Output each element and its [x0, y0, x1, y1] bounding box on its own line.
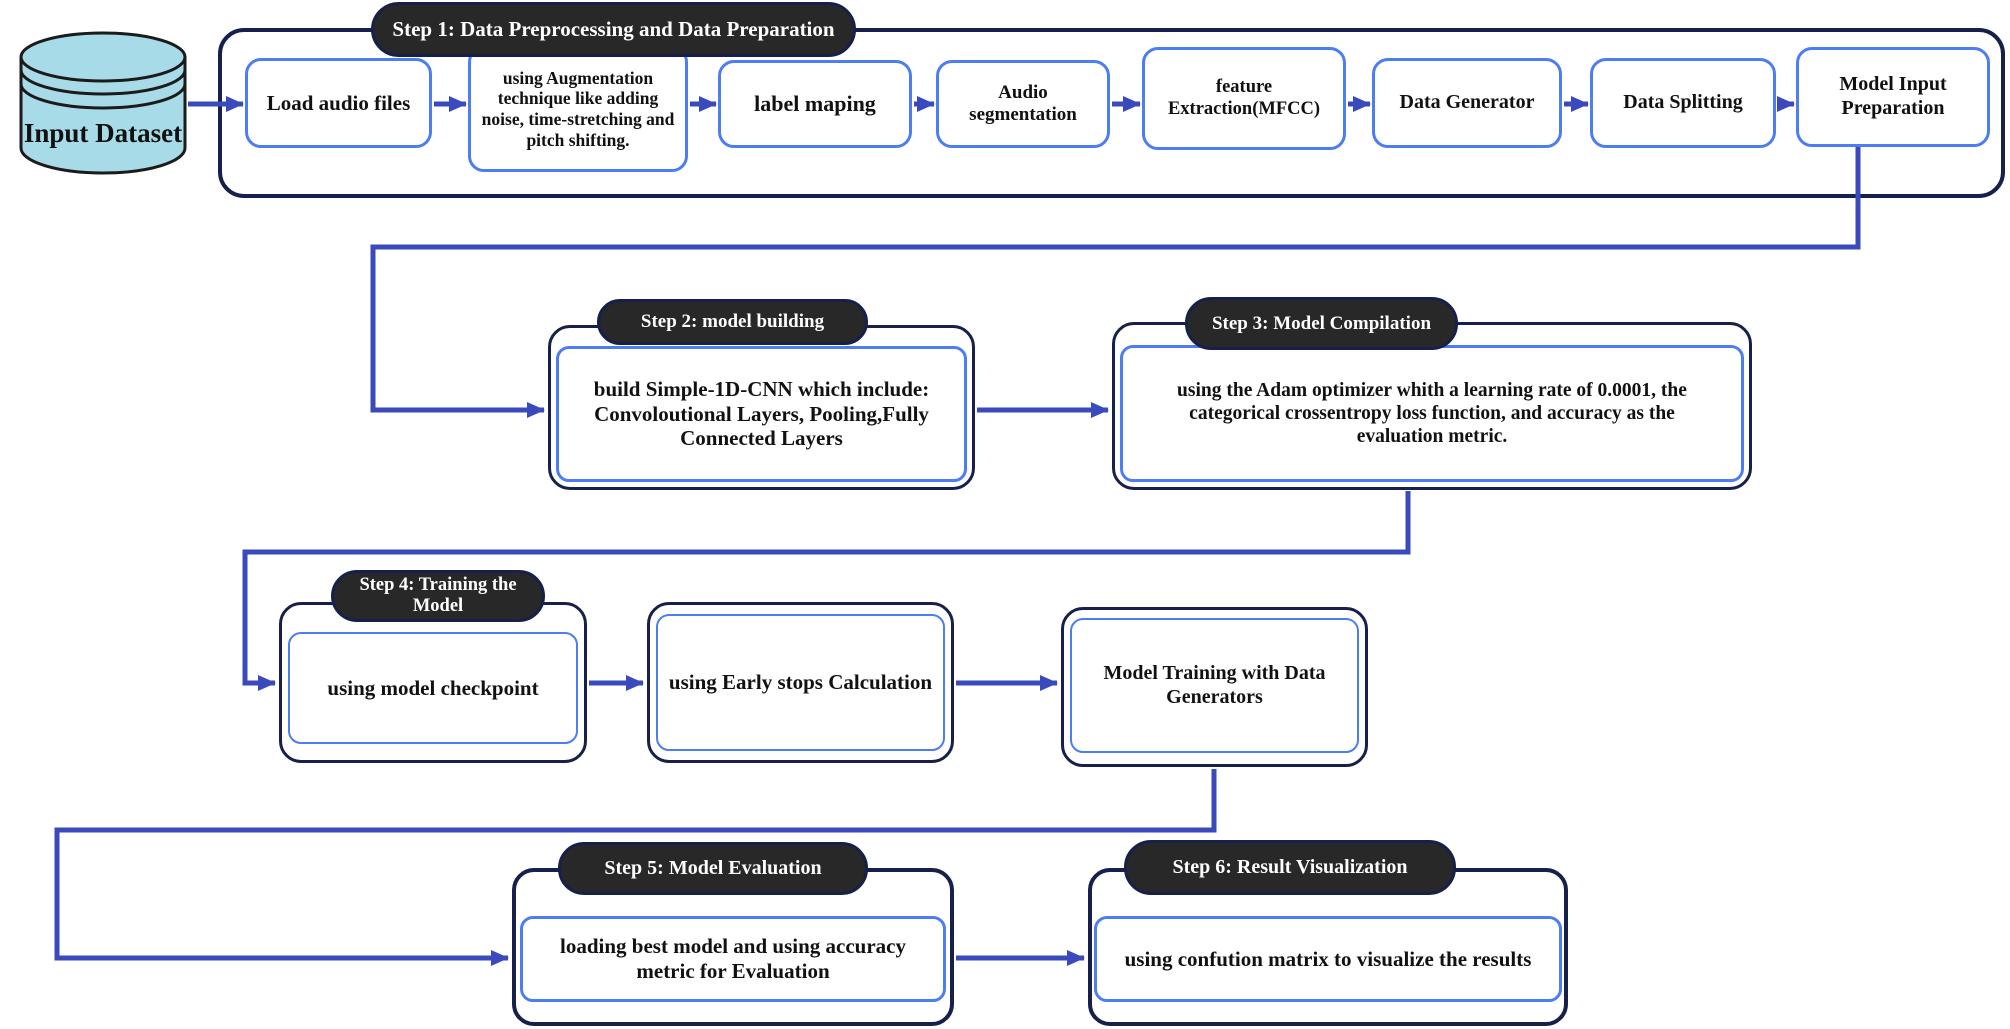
step1-box-augmentation: using Augmentation technique like adding…: [468, 46, 688, 172]
step1-box-audio-segmentation: Audio segmentation: [936, 60, 1110, 148]
step3-title-pill: Step 3: Model Compilation: [1185, 297, 1458, 350]
step2-box-model-building: build Simple-1D-CNN which include: Convo…: [556, 346, 967, 482]
step6-title: Step 6: Result Visualization: [1172, 856, 1408, 878]
step4-box-training: Model Training with Data Generators: [1070, 618, 1359, 753]
step4-title-pill: Step 4: Training the Model: [331, 570, 545, 622]
step1-title-pill: Step 1: Data Preprocessing and Data Prep…: [371, 2, 856, 57]
step1-box-data-generator: Data Generator: [1372, 58, 1562, 148]
step5-box-evaluation: loading best model and using accuracy me…: [520, 916, 946, 1002]
step1-box-feature-extraction: feature Extraction(MFCC): [1142, 47, 1346, 150]
database-cylinder-icon: [19, 31, 187, 175]
step1-box-label-maping: label maping: [718, 60, 912, 148]
step6-box-visualization: using confution matrix to visualize the …: [1094, 916, 1562, 1002]
step3-box-compilation: using the Adam optimizer whith a learnin…: [1120, 345, 1744, 482]
step5-title-pill: Step 5: Model Evaluation: [558, 842, 868, 895]
step5-title: Step 5: Model Evaluation: [604, 857, 822, 879]
step1-box-load-audio-files: Load audio files: [245, 58, 432, 148]
step1-box-model-input-preparation: Model Input Preparation: [1796, 47, 1990, 147]
step4-box-earlystop: using Early stops Calculation: [656, 614, 945, 751]
step1-title: Step 1: Data Preprocessing and Data Prep…: [392, 17, 835, 42]
step2-title-pill: Step 2: model building: [597, 299, 868, 345]
step1-box-data-splitting: Data Splitting: [1590, 58, 1776, 148]
step4-title: Step 4: Training the Model: [359, 574, 517, 616]
input-dataset-label: Input Dataset: [23, 117, 183, 148]
step4-box-checkpoint: using model checkpoint: [288, 632, 578, 744]
step2-title: Step 2: model building: [640, 311, 825, 333]
step3-title: Step 3: Model Compilation: [1211, 312, 1432, 334]
step6-title-pill: Step 6: Result Visualization: [1124, 840, 1456, 895]
